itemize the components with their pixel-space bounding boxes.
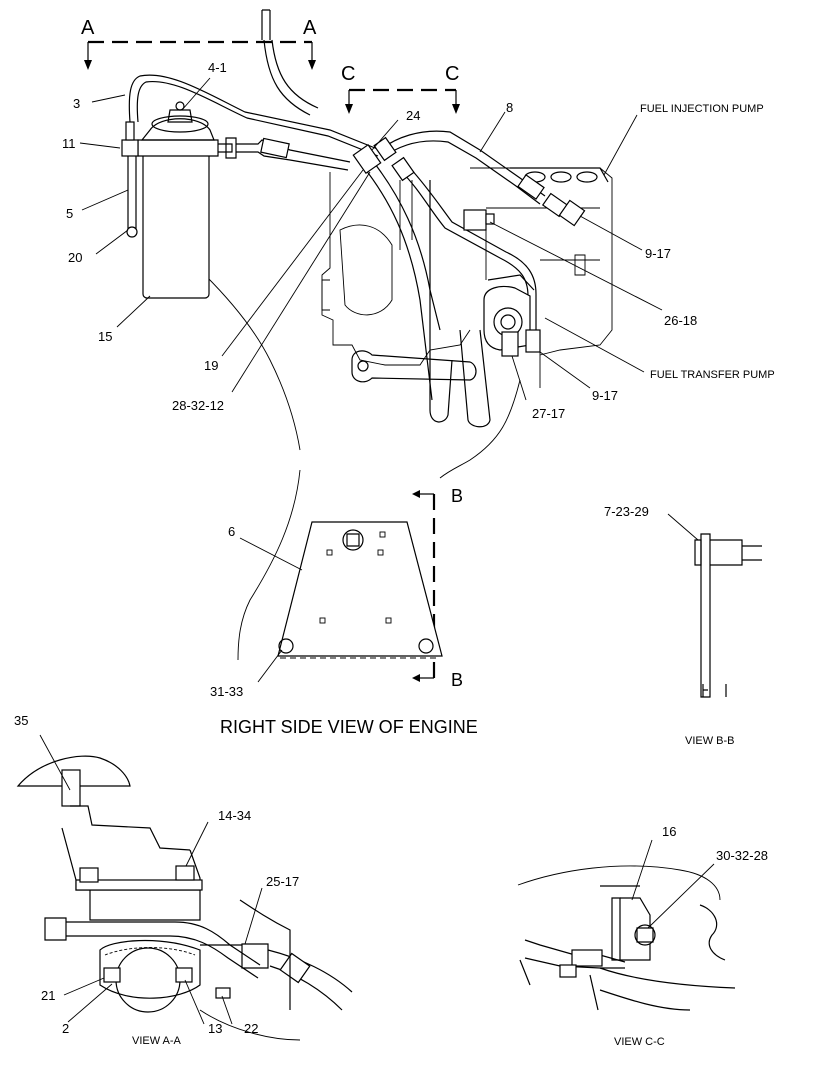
view-title-main: RIGHT SIDE VIEW OF ENGINE bbox=[220, 717, 478, 737]
fuel-transfer-pump[interactable] bbox=[483, 274, 541, 357]
fuel-line-filter-outlet[interactable] bbox=[236, 139, 351, 163]
callout-14-34: 14-34 bbox=[218, 808, 251, 823]
callout-35: 35 bbox=[14, 713, 28, 728]
callout-20: 20 bbox=[68, 250, 82, 265]
section-b-bottom-mark: B bbox=[451, 670, 463, 690]
callout-3: 3 bbox=[73, 96, 80, 111]
callout-leaders-main bbox=[79, 77, 663, 683]
callout-9-17-transfer: 9-17 bbox=[592, 388, 618, 403]
callout-24: 24 bbox=[406, 108, 420, 123]
callout-7-23-29: 7-23-29 bbox=[604, 504, 649, 519]
callout-4-1: 4-1 bbox=[208, 60, 227, 75]
section-a-left-mark: A bbox=[81, 17, 95, 39]
filter-bracket-block bbox=[121, 139, 139, 157]
callout-8: 8 bbox=[506, 100, 513, 115]
view-title-b-b: VIEW B-B bbox=[685, 735, 735, 747]
callout-6: 6 bbox=[228, 524, 235, 539]
section-c-c-cutline: C C bbox=[341, 63, 460, 114]
callout-30-32-28: 30-32-28 bbox=[716, 848, 768, 863]
label-fuel-injection-pump: FUEL INJECTION PUMP bbox=[640, 103, 764, 115]
callout-labels: 3 4-1 11 5 20 15 24 8 19 28-32-12 9-17 2… bbox=[14, 60, 768, 1036]
callout-26-18: 26-18 bbox=[664, 313, 697, 328]
view-title-a-a: VIEW A-A bbox=[132, 1035, 182, 1047]
fuel-filter-canister[interactable] bbox=[142, 149, 210, 299]
callout-21: 21 bbox=[41, 988, 55, 1003]
callout-28-32-12: 28-32-12 bbox=[172, 398, 224, 413]
label-fuel-transfer-pump: FUEL TRANSFER PUMP bbox=[650, 369, 775, 381]
section-c-right-mark: C bbox=[445, 63, 459, 85]
callout-9-17-injection: 9-17 bbox=[645, 246, 671, 261]
callout-15: 15 bbox=[98, 329, 112, 344]
engine-block-outline bbox=[204, 9, 613, 661]
transfer-pump-fitting-9[interactable] bbox=[525, 329, 541, 353]
section-c-left-mark: C bbox=[341, 63, 355, 85]
callout-11: 11 bbox=[62, 136, 76, 151]
callout-19: 19 bbox=[204, 358, 218, 373]
fuel-filter-base[interactable] bbox=[137, 139, 219, 157]
section-b-top-mark: B bbox=[451, 486, 463, 506]
callout-16: 16 bbox=[662, 824, 676, 839]
callout-5: 5 bbox=[66, 206, 73, 221]
view-title-c-c: VIEW C-C bbox=[614, 1036, 665, 1048]
fuel-line-transfer[interactable] bbox=[399, 169, 529, 330]
callout-22: 22 bbox=[244, 1021, 258, 1036]
view-b-b-detail bbox=[667, 513, 762, 698]
bracket-bolt bbox=[126, 226, 138, 238]
fuel-filter-assembly[interactable] bbox=[121, 101, 237, 299]
view-a-a-detail bbox=[16, 734, 353, 1041]
section-a-a-cutline: A A bbox=[81, 17, 317, 70]
view-c-c-detail bbox=[517, 839, 736, 1011]
callout-31-33: 31-33 bbox=[210, 684, 243, 699]
fuel-line-3[interactable] bbox=[128, 74, 381, 151]
section-a-right-mark: A bbox=[303, 17, 317, 39]
mounting-plate[interactable] bbox=[277, 521, 443, 659]
callout-2: 2 bbox=[62, 1021, 69, 1036]
callout-25-17: 25-17 bbox=[266, 874, 299, 889]
fitting-26-18[interactable] bbox=[463, 209, 487, 231]
component-labels: FUEL INJECTION PUMP FUEL TRANSFER PUMP R… bbox=[132, 103, 775, 1048]
fuel-lines[interactable] bbox=[128, 74, 586, 401]
callout-27-17: 27-17 bbox=[532, 406, 565, 421]
tee-fitting[interactable] bbox=[352, 143, 382, 175]
transfer-pump-fitting-27[interactable] bbox=[501, 331, 519, 357]
callout-13: 13 bbox=[208, 1021, 222, 1036]
